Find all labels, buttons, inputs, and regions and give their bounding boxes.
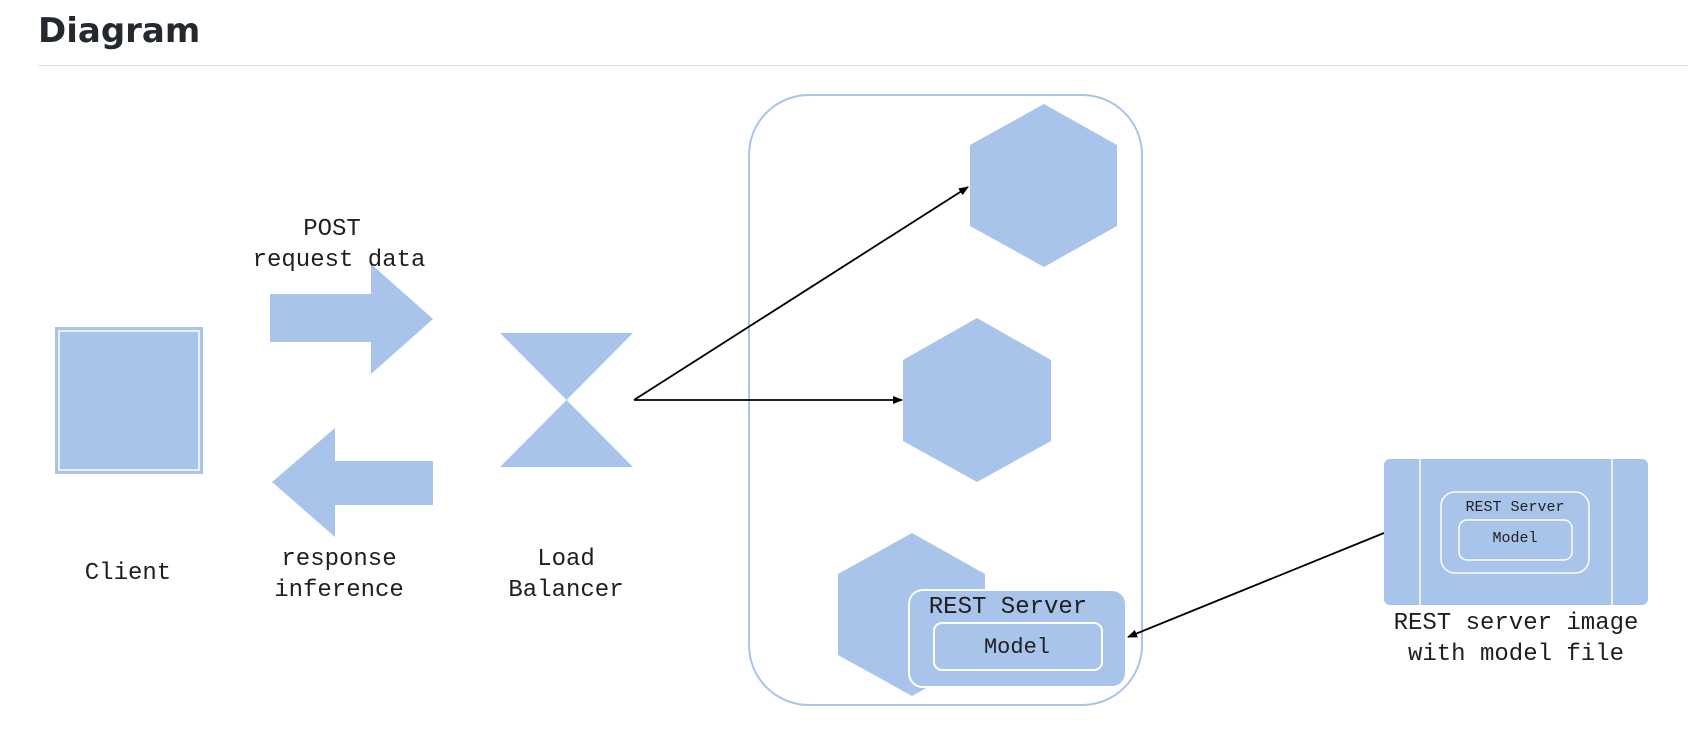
rest-server-title: REST Server: [929, 594, 1087, 621]
pod-hexagon-middle: [903, 318, 1051, 482]
heading-divider: [38, 65, 1688, 66]
client-label: Client: [85, 560, 171, 587]
load-balancer-node: [500, 333, 633, 467]
image-model-box: [1458, 519, 1573, 561]
post-label-line2: request data: [253, 247, 426, 274]
load-balancer-label-line2: Balancer: [508, 577, 623, 604]
response-arrow: [272, 428, 433, 537]
response-label-line2: inference: [274, 577, 404, 604]
post-label-line1: POST: [303, 216, 361, 243]
client-node-inner-border: [58, 330, 200, 471]
post-request-arrow: [270, 264, 433, 374]
route-arrow-to-top-pod: [633, 186, 969, 401]
model-box: [933, 622, 1103, 671]
client-node: [55, 327, 203, 474]
image-rest-server-title: REST Server: [1465, 499, 1564, 516]
response-label-line1: response: [281, 546, 396, 573]
model-label: Model: [984, 635, 1050, 660]
pod-hexagon-top: [970, 104, 1117, 267]
load-balancer-label-line1: Load: [537, 546, 595, 573]
image-model-label: Model: [1492, 530, 1537, 547]
deploy-image-arrow: [1127, 532, 1385, 638]
page-title: Diagram: [38, 11, 201, 51]
image-caption-line1: REST server image: [1394, 610, 1639, 637]
image-caption-line2: with model file: [1408, 641, 1624, 668]
